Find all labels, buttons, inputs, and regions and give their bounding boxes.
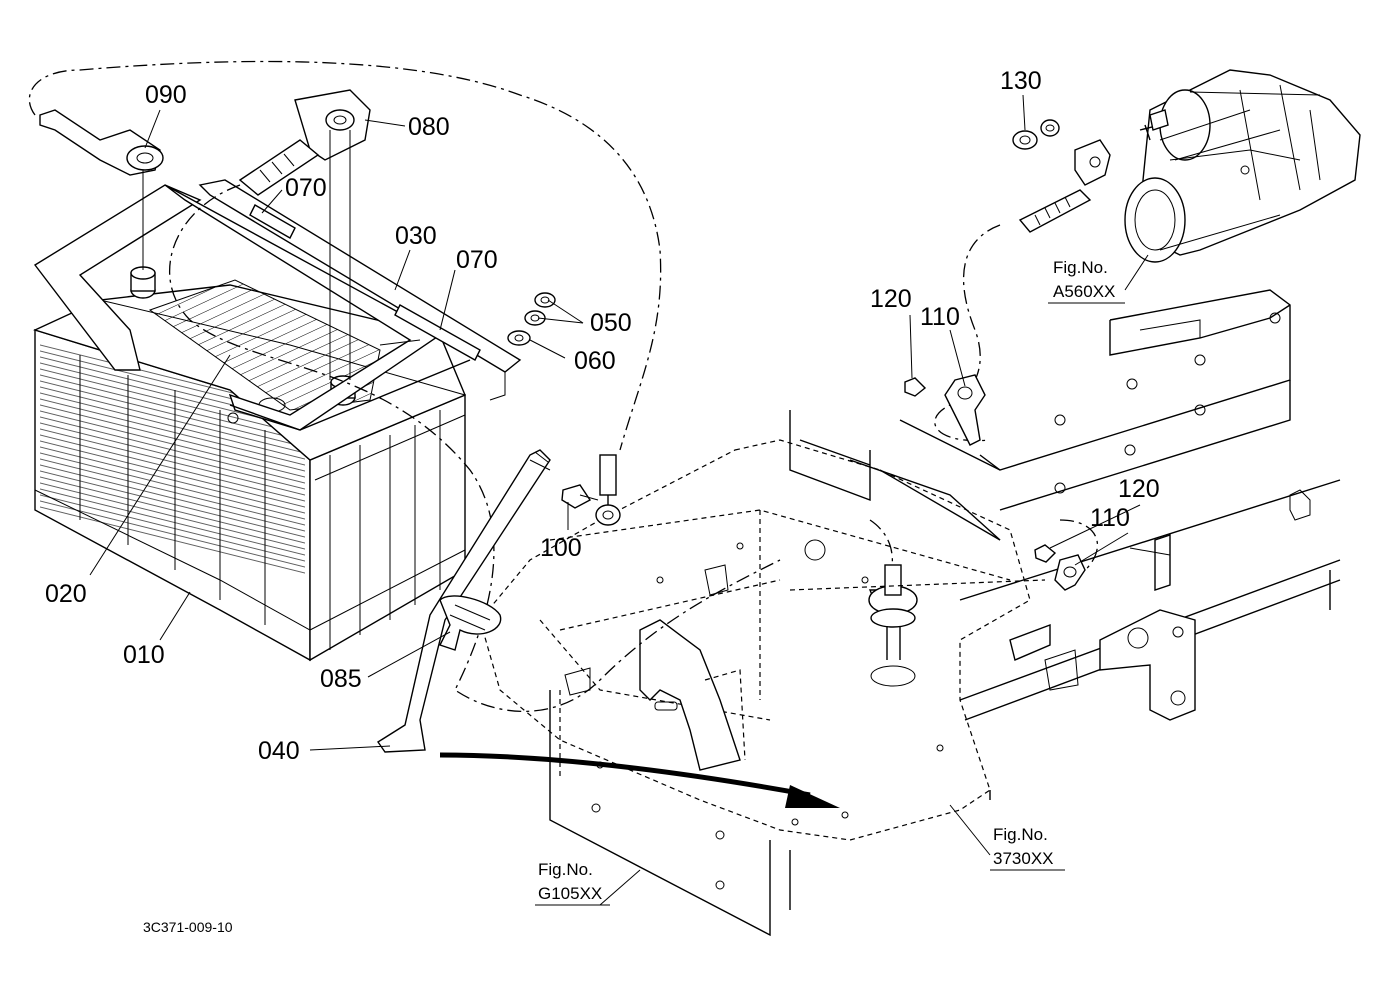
install-arrow xyxy=(439,752,840,808)
floor-plate xyxy=(479,410,1031,937)
label-085: 085 xyxy=(320,665,362,693)
label-120-top: 120 xyxy=(870,285,912,313)
label-060: 060 xyxy=(574,347,616,375)
label-010: 010 xyxy=(123,641,165,669)
fig-ref-a560-line2: A560XX xyxy=(1053,282,1115,301)
nuts-washer xyxy=(507,292,556,346)
battery-cables xyxy=(28,60,1111,712)
label-020: 020 xyxy=(45,580,87,608)
fig-ref-g105-line1: Fig.No. xyxy=(538,860,593,879)
figure-references: Fig.No. A560XX Fig.No. 3730XX Fig.No. G1… xyxy=(538,258,1115,903)
fig-ref-3730-line2: 3730XX xyxy=(993,849,1054,868)
label-110-top: 110 xyxy=(920,303,960,331)
battery-hold-frame xyxy=(33,184,471,431)
fig-ref-a560-line1: Fig.No. xyxy=(1053,258,1108,277)
label-070-right: 070 xyxy=(456,246,498,274)
drawing-code: 3C371-009-10 xyxy=(143,919,233,935)
starter-motor xyxy=(1124,69,1361,263)
fig-ref-g105-line2: G105XX xyxy=(538,884,602,903)
label-120-bottom: 120 xyxy=(1118,475,1160,503)
label-090: 090 xyxy=(145,81,187,109)
label-080: 080 xyxy=(408,113,450,141)
fig-ref-3730-line1: Fig.No. xyxy=(993,825,1048,844)
label-050: 050 xyxy=(590,309,632,337)
label-110-bottom: 110 xyxy=(1090,504,1130,532)
leader-lines xyxy=(89,94,1171,906)
label-070-top: 070 xyxy=(285,174,327,202)
hold-down-bar xyxy=(198,179,522,401)
label-130: 130 xyxy=(1000,67,1042,95)
strap-and-rod xyxy=(377,449,551,753)
label-030: 030 xyxy=(395,222,437,250)
label-100: 100 xyxy=(540,534,582,562)
chassis-frame xyxy=(879,289,1341,721)
part-number-labels: 090 080 070 030 070 050 060 020 010 085 … xyxy=(45,67,1160,765)
label-040: 040 xyxy=(258,737,300,765)
